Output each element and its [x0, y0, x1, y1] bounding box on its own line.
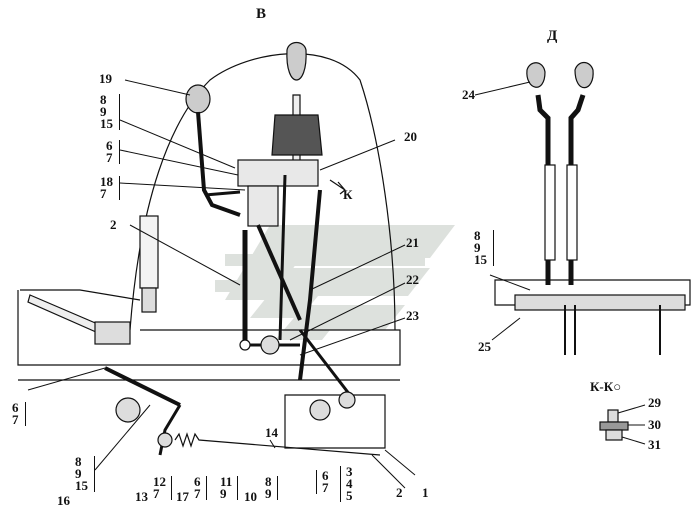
callout-group-6-7-left: 6 7	[12, 401, 26, 426]
section-linework	[599, 409, 629, 441]
callout-group-6-7-bottom-1: 6 7	[194, 475, 207, 500]
main-view-linework	[17, 41, 401, 456]
callout-2-right: 2	[396, 485, 403, 500]
callout-group-6-7-top: 6 7	[106, 139, 120, 164]
callout-25: 25	[478, 339, 491, 354]
callout-group-12-7: 12 7	[153, 475, 172, 500]
callout-group-8-9: 8 9	[265, 475, 278, 500]
callout-group-8-9-15-top: 8 9 15	[100, 93, 120, 130]
callout-2-left: 2	[110, 217, 117, 232]
view-label-main: В	[256, 6, 267, 22]
arrow-label-k: К	[343, 187, 353, 202]
callout-13: 13	[135, 489, 148, 504]
watermark-logo	[215, 225, 455, 340]
callout-group-11-9: 11 9	[220, 475, 239, 500]
section-symbol: ○	[613, 379, 622, 394]
callout-21: 21	[406, 235, 419, 250]
callout-group-18-7: 18 7	[100, 175, 120, 200]
callout-16: 16	[57, 493, 70, 508]
callout-19: 19	[99, 71, 112, 86]
callout-group-8-9-15-right: 8 9 15	[474, 229, 494, 266]
callout-20: 20	[404, 129, 417, 144]
callout-22: 22	[406, 272, 419, 287]
callout-group-8-9-15-bottom: 8 9 15	[75, 455, 95, 492]
callout-17: 17	[176, 489, 189, 504]
section-title-text: К-К	[590, 379, 614, 394]
callout-14: 14	[265, 425, 278, 440]
callout-23: 23	[406, 308, 419, 323]
callout-30: 30	[648, 417, 661, 432]
leader-lines	[27, 79, 646, 489]
view-label-section: К-К○	[590, 380, 621, 393]
side-view-linework	[494, 61, 691, 355]
callout-10: 10	[244, 489, 257, 504]
view-label-side: Д	[547, 28, 558, 44]
callout-1: 1	[422, 485, 429, 500]
callout-group-3-4-5: 3 4 5	[340, 465, 353, 502]
callout-29: 29	[648, 395, 661, 410]
callout-31: 31	[648, 437, 661, 452]
callout-24: 24	[462, 87, 475, 102]
callout-group-6-7-bottom-2: 6 7	[316, 469, 329, 494]
